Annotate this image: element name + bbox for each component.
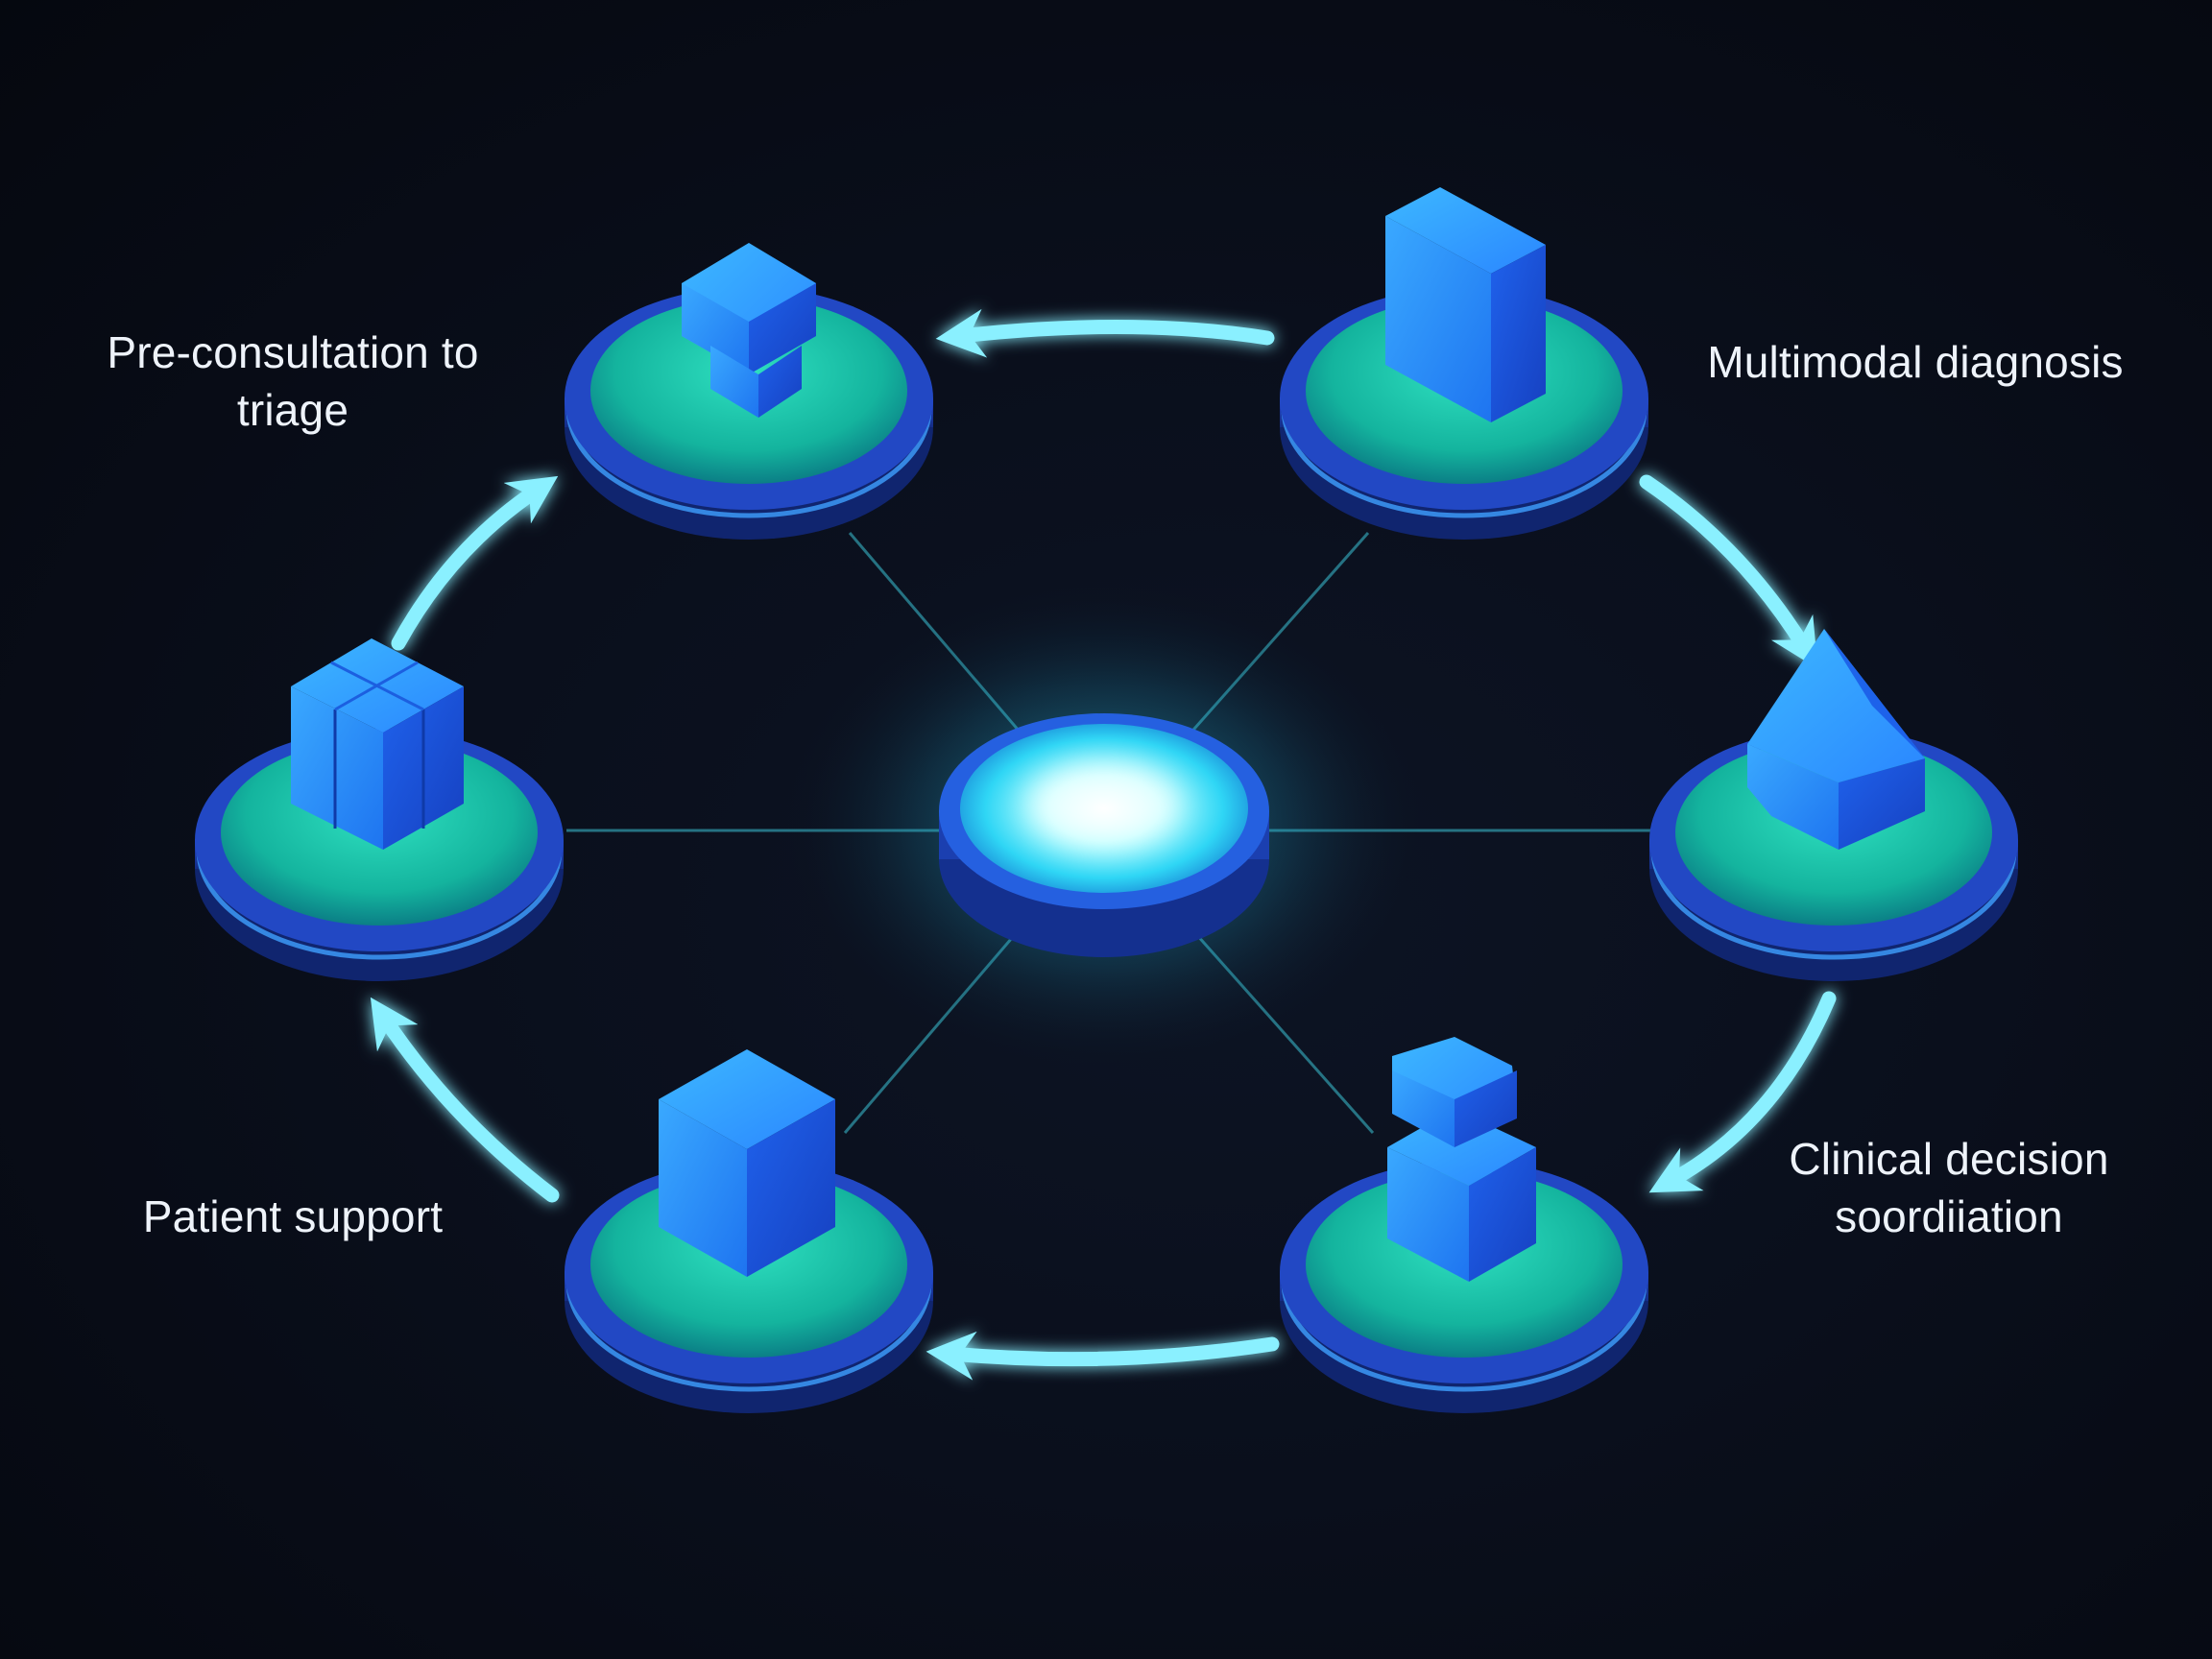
tall-cube-icon bbox=[1385, 187, 1546, 422]
central-hub bbox=[787, 586, 1421, 1066]
arrow-multimodal-to-clinical bbox=[1639, 474, 1818, 669]
quad-cube-icon bbox=[291, 638, 464, 850]
stacked-cube-icon bbox=[1387, 1037, 1536, 1282]
flow-arrows bbox=[370, 308, 1837, 1381]
node-quad-cube bbox=[195, 638, 564, 981]
arrow-quadcube-to-preconsultation bbox=[391, 475, 559, 651]
arrow-patientsupport-to-quadcube bbox=[370, 997, 560, 1203]
arrow-stacked-to-patientsupport bbox=[926, 1331, 1280, 1381]
hexagonal-prism-icon bbox=[682, 243, 816, 418]
node-patient-support bbox=[565, 1049, 933, 1413]
cube-icon bbox=[659, 1049, 835, 1277]
node-multimodal-diagnosis bbox=[1280, 187, 1648, 540]
node-label-multimodal-diagnosis: Multimodal diagnosis bbox=[1707, 337, 2124, 387]
arrow-multimodal-to-preconsultation bbox=[935, 308, 1275, 358]
node-label-pre-consultation: Pre-consultation to triage bbox=[107, 327, 479, 435]
crystal-icon bbox=[1747, 629, 1925, 850]
node-label-clinical-decision: Clinical decision soordiiation bbox=[1789, 1134, 2109, 1241]
arrow-clinical-to-stacked bbox=[1648, 991, 1837, 1193]
node-clinical-decision bbox=[1649, 629, 2018, 981]
node-stacked-cube bbox=[1280, 1037, 1648, 1413]
node-pre-consultation-to-triage bbox=[565, 243, 933, 540]
node-label-patient-support: Patient support bbox=[142, 1191, 444, 1241]
